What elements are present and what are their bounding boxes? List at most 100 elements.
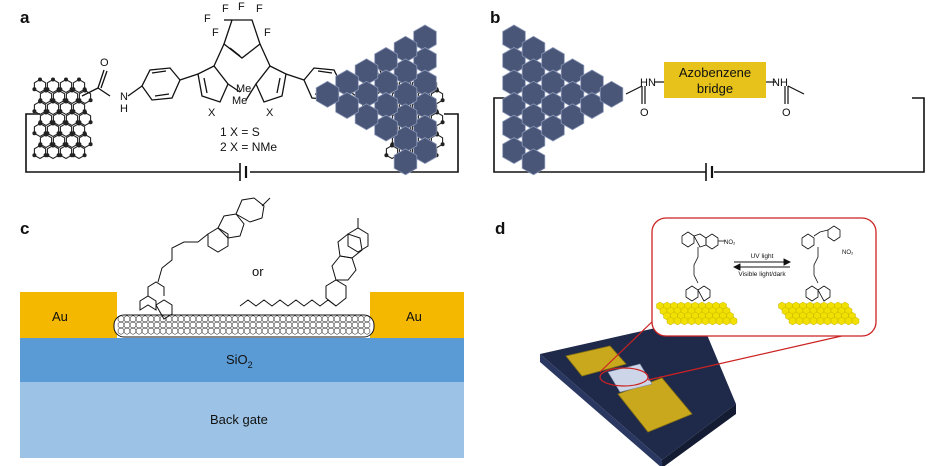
carbon-atom: [38, 121, 42, 126]
hexagon-cell: [33, 144, 47, 160]
zoom-region-marker: [599, 367, 649, 387]
methyl-label: Me: [232, 95, 247, 107]
carbon-atom: [51, 77, 55, 82]
carbon-atom: [32, 131, 37, 136]
hexagon-cell: [363, 327, 371, 335]
panel-label-c: c: [20, 219, 30, 238]
carbon-atom: [440, 120, 445, 125]
hexagon-cell: [52, 111, 66, 127]
carbon-atom: [88, 142, 93, 147]
hexagon-cell: [46, 144, 60, 160]
hexagon-cell: [385, 144, 399, 160]
carbon-atom: [82, 153, 87, 158]
hexagon-cell: [39, 89, 53, 105]
hexagon-cell: [59, 100, 73, 116]
nh-right-label: NH: [772, 77, 788, 89]
carbon-atom: [70, 88, 74, 93]
compound-1-label: 1 X = S: [220, 125, 260, 139]
bridge-label-line1: Azobenzene: [679, 65, 751, 80]
back-gate-layer: [20, 382, 464, 458]
carbonyl-o-left: O: [640, 107, 649, 119]
visible-light-label: Visible light/dark: [738, 271, 786, 278]
callout-line: [599, 317, 657, 373]
hexagon-cell: [72, 78, 86, 94]
hexagon-cell: [33, 78, 47, 94]
carbonyl-o-right: O: [782, 107, 791, 119]
carbon-atom: [77, 143, 81, 148]
carbon-atom: [64, 77, 68, 82]
hexagon-cell: [33, 100, 47, 116]
carbon-atom: [88, 120, 93, 125]
azobenzene-bridge-box: [664, 62, 766, 98]
callout-line: [647, 329, 869, 381]
hexagon-cell: [78, 89, 92, 105]
hexagon-cell: [363, 315, 371, 323]
hexagon-cell: [666, 316, 675, 326]
compound-2-label: 2 X = NMe: [220, 140, 277, 154]
carbon-atom: [77, 99, 81, 104]
hexagon-cell: [430, 89, 444, 105]
alkyl-spiropyran-molecule: [239, 218, 369, 307]
hexagon-cell: [715, 316, 724, 326]
circuit-wire-a: [25, 113, 459, 181]
panel-label-b: b: [490, 8, 501, 27]
fluorine-label: F: [238, 1, 245, 13]
carbon-atom: [440, 142, 445, 147]
carbon-atom: [32, 109, 37, 114]
carbon-atom: [38, 99, 42, 104]
hexagon-cell: [809, 316, 818, 326]
carbon-atom: [51, 121, 55, 126]
hexagon-cell: [52, 89, 66, 105]
heteroatom-label: X: [266, 107, 274, 119]
hexagon-cell: [46, 122, 60, 138]
nitro-label-left: NO₂: [724, 240, 736, 246]
photoswitch-arrows: [732, 258, 792, 271]
fluorine-label: F: [222, 3, 229, 15]
hexagon-cell: [33, 122, 47, 138]
hexagon-cell: [599, 80, 624, 108]
carbon-atom: [384, 153, 389, 158]
hexagon-cell: [72, 100, 86, 116]
hexagon-cell: [72, 122, 86, 138]
hexagon-cell: [673, 316, 682, 326]
carbon-atom: [390, 143, 394, 148]
carbon-atom: [38, 143, 42, 148]
nitro-label-right: NO₂: [842, 250, 854, 256]
carbon-atom: [83, 110, 87, 115]
hexagon-cell: [59, 144, 73, 160]
hexagon-cell: [844, 316, 853, 326]
or-label: or: [252, 264, 264, 279]
fluorine-label: F: [264, 27, 271, 39]
hexagon-cell: [788, 316, 797, 326]
mini-graphene-sheets: [656, 301, 860, 326]
hexagon-cell: [363, 321, 371, 329]
carbon-atom: [64, 143, 68, 148]
gate-label: Back gate: [210, 412, 268, 427]
hexagon-cell: [65, 89, 79, 105]
carbon-atom: [77, 77, 81, 82]
hexagon-cell: [802, 316, 811, 326]
hexagon-cell: [680, 316, 689, 326]
carbon-atom: [83, 88, 87, 93]
hexagon-cell: [59, 78, 73, 94]
carbon-atom: [44, 88, 48, 93]
hexagon-cell: [430, 111, 444, 127]
hexagon-cell: [701, 316, 710, 326]
hexagon-cell: [315, 80, 340, 108]
carbon-atom: [51, 99, 55, 104]
carbon-atom: [440, 98, 445, 103]
gold-electrode-right: [370, 292, 464, 338]
heteroatom-label: X: [208, 107, 216, 119]
hexagon-cell: [65, 133, 79, 149]
nanotube-left-a: [32, 77, 93, 160]
carbon-atom: [58, 153, 63, 158]
carbon-atom: [44, 132, 48, 137]
carbon-atom: [64, 99, 68, 104]
carbon-atom: [57, 110, 61, 115]
fluorine-label: F: [256, 3, 263, 15]
panel-label-d: d: [495, 219, 506, 238]
hexagon-cell: [72, 144, 86, 160]
